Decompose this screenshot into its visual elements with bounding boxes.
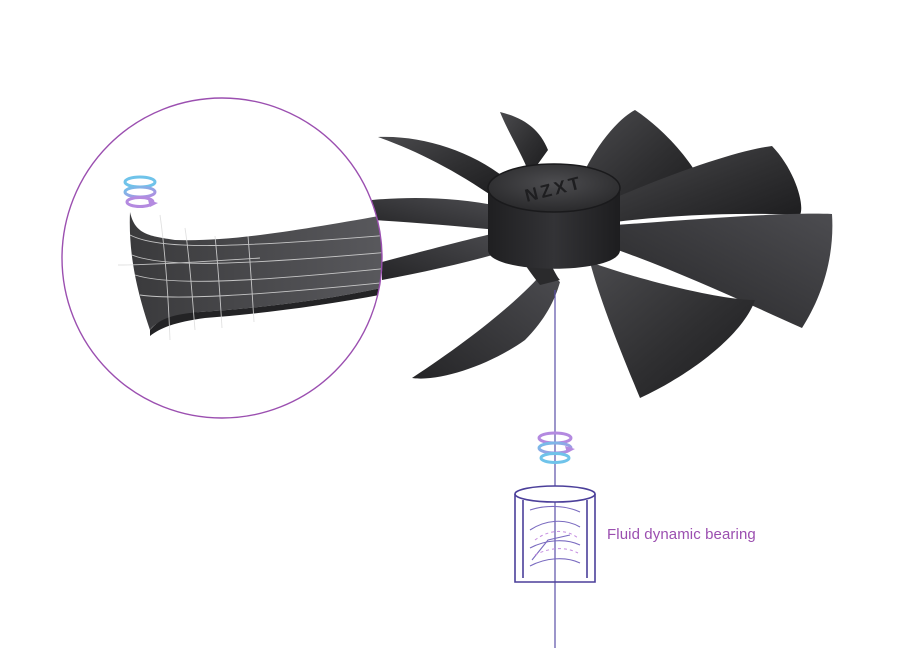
fan-impeller: NZXT — [372, 110, 833, 398]
fan-blade — [412, 270, 560, 379]
airflow-swirl-icon — [537, 431, 575, 464]
airflow-swirl-icon — [123, 175, 158, 208]
fan-blade — [612, 213, 833, 328]
fan-blade — [378, 136, 505, 198]
fan-blade — [610, 146, 802, 222]
fan-blade — [382, 232, 510, 280]
fan-hub — [488, 164, 620, 212]
fan-blade — [500, 112, 548, 175]
bearing-callout-label: Fluid dynamic bearing — [607, 526, 756, 543]
zoomed-blade — [129, 212, 382, 330]
fan-blade — [590, 262, 755, 398]
magnifier-circle — [61, 97, 383, 419]
fan-blade — [372, 198, 498, 230]
bearing-cylinder-icon — [514, 485, 596, 583]
blade-detail-zoom — [61, 97, 383, 419]
